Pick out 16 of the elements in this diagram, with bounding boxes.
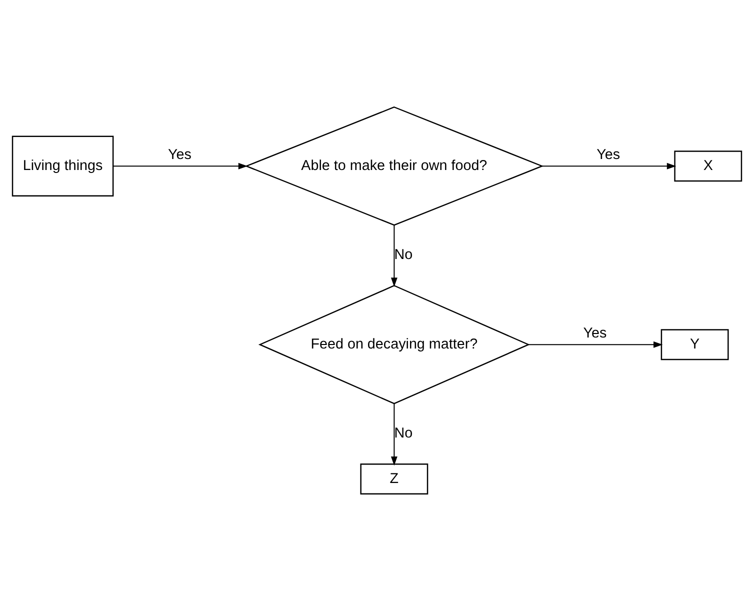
- arrow: [390, 224, 398, 286]
- node-box: Y: [660, 328, 729, 360]
- edge-label: Yes: [583, 325, 607, 342]
- arrow: [113, 162, 248, 169]
- edge-label: Yes: [596, 146, 620, 163]
- edge-label: Yes: [168, 146, 192, 163]
- arrow: [528, 340, 663, 348]
- node-box: Living things: [12, 135, 114, 196]
- edge-label: No: [394, 425, 413, 442]
- edge-label: No: [394, 246, 413, 263]
- node-diamond: Feed on decaying matter?: [258, 284, 530, 404]
- arrow: [390, 403, 398, 466]
- node-diamond: Able to make their own food?: [244, 106, 544, 226]
- node-box: Z: [360, 463, 428, 494]
- node-box: X: [674, 150, 742, 182]
- arrow: [542, 162, 676, 169]
